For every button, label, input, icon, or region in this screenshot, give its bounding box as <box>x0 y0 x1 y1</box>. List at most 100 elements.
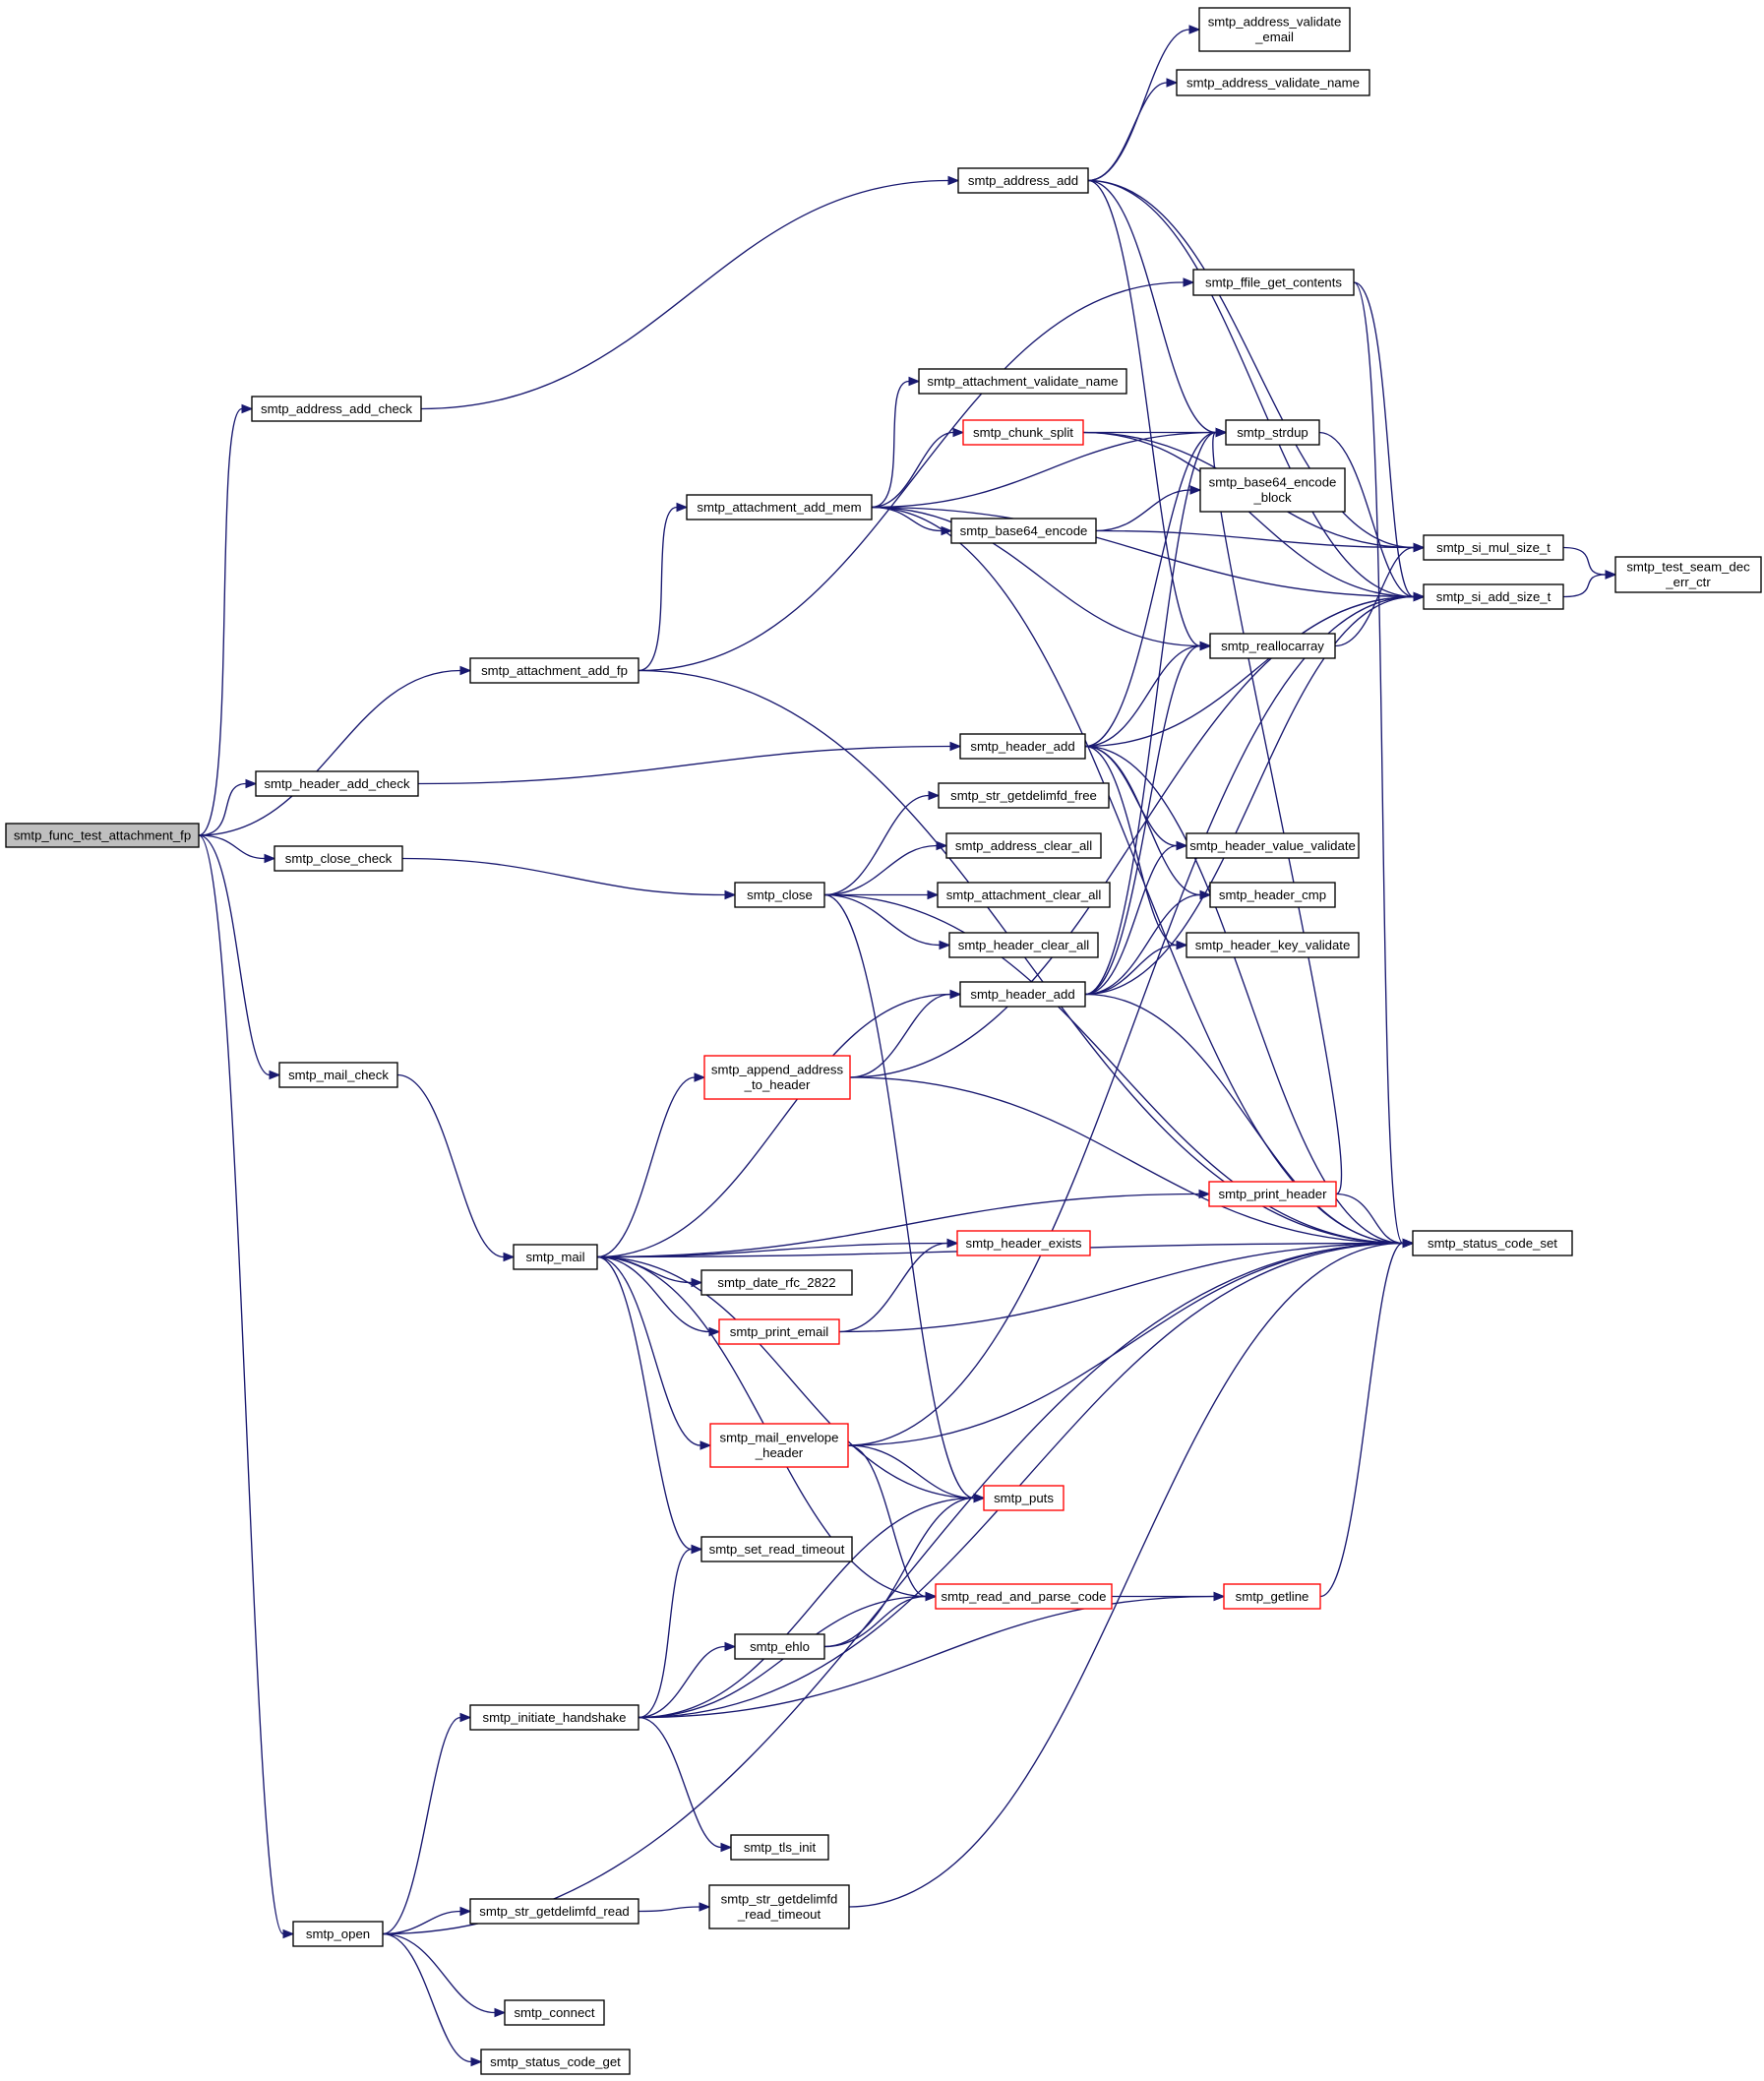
edge-line <box>1084 431 1217 996</box>
call-edge-header_add_check-to-header_add_1 <box>417 741 962 785</box>
function-node-header_exists[interactable]: smtp_header_exists <box>956 1230 1091 1256</box>
function-node-puts[interactable]: smtp_puts <box>983 1485 1064 1511</box>
edge-line <box>638 1548 693 1719</box>
function-node-header_value_validate[interactable]: smtp_header_value_validate <box>1186 832 1360 859</box>
function-node-tls_init[interactable]: smtp_tls_init <box>730 1834 829 1861</box>
function-node-str_getdelimfd_free[interactable]: smtp_str_getdelimfd_free <box>938 782 1110 809</box>
node-label: smtp_date_rfc_2822 <box>717 1275 835 1290</box>
edge-line <box>596 1255 693 1551</box>
arrowhead <box>720 1842 733 1853</box>
node-box <box>937 882 1111 908</box>
node-label: smtp_str_getdelimfd_free <box>950 788 1097 803</box>
edge-line <box>849 595 1415 1078</box>
function-node-header_add_1[interactable]: smtp_header_add <box>959 733 1086 760</box>
call-edge-open-to-connect <box>382 1932 507 2018</box>
function-node-mail[interactable]: smtp_mail <box>513 1244 598 1270</box>
function-node-mail_envelope_header[interactable]: smtp_mail_envelope_header <box>709 1423 849 1468</box>
function-node-print_email[interactable]: smtp_print_email <box>718 1318 840 1345</box>
function-node-attachment_add_mem[interactable]: smtp_attachment_add_mem <box>686 494 873 520</box>
node-label: smtp_base64_encode <box>1209 475 1337 490</box>
function-node-append_address_to_header[interactable]: smtp_append_address_to_header <box>703 1055 851 1100</box>
edge-line <box>847 595 1415 1446</box>
function-node-getline[interactable]: smtp_getline <box>1223 1583 1321 1610</box>
function-node-attachment_add_fp[interactable]: smtp_attachment_add_fp <box>469 657 639 684</box>
call-edge-header_add_2-to-status_code_set <box>1084 993 1415 1249</box>
function-node-date_rfc_2822[interactable]: smtp_date_rfc_2822 <box>700 1269 853 1296</box>
arrowhead <box>1413 542 1426 553</box>
function-node-strdup[interactable]: smtp_strdup <box>1225 419 1320 446</box>
function-node-status_code_get[interactable]: smtp_status_code_get <box>480 2049 631 2075</box>
node-label: smtp_read_and_parse_code <box>942 1589 1107 1604</box>
edge-line <box>848 1242 1404 1908</box>
function-node-address_validate_name[interactable]: smtp_address_validate_name <box>1176 69 1370 96</box>
edge-line <box>1335 1193 1404 1245</box>
edge-line <box>823 893 941 947</box>
node-label: smtp_ffile_get_contents <box>1205 275 1342 289</box>
edge-line <box>1087 179 1201 647</box>
function-node-header_add_2[interactable]: smtp_header_add <box>959 981 1086 1008</box>
function-node-mail_check[interactable]: smtp_mail_check <box>278 1062 398 1088</box>
function-node-open[interactable]: smtp_open <box>292 1921 384 1947</box>
node-label: smtp_header_add_check <box>264 776 410 791</box>
function-node-address_add[interactable]: smtp_address_add <box>957 167 1089 194</box>
call-edge-func_test-to-open <box>198 834 295 1939</box>
call-edge-func_test-to-attachment_add_fp <box>198 665 472 836</box>
function-node-connect[interactable]: smtp_connect <box>504 1999 605 2026</box>
function-node-str_getdelimfd_read[interactable]: smtp_str_getdelimfd_read <box>469 1898 639 1925</box>
function-node-attachment_validate_name[interactable]: smtp_attachment_validate_name <box>918 368 1127 395</box>
edge-line <box>847 1444 927 1598</box>
node-box <box>957 167 1089 194</box>
function-node-close_check[interactable]: smtp_close_check <box>274 845 403 872</box>
function-node-func_test[interactable]: smtp_func_test_attachment_fp <box>5 823 200 848</box>
function-node-si_add_size_t[interactable]: smtp_si_add_size_t <box>1423 583 1564 610</box>
function-node-str_getdelimfd_read_timeout[interactable]: smtp_str_getdelimfd_read_timeout <box>708 1884 850 1929</box>
node-label: smtp_header_cmp <box>1219 887 1326 902</box>
function-node-header_key_validate[interactable]: smtp_header_key_validate <box>1186 932 1360 958</box>
function-node-address_clear_all[interactable]: smtp_address_clear_all <box>945 832 1102 859</box>
function-node-status_code_set[interactable]: smtp_status_code_set <box>1412 1230 1573 1256</box>
edge-line <box>871 506 1415 598</box>
function-node-ehlo[interactable]: smtp_ehlo <box>734 1633 825 1660</box>
node-box <box>469 1898 639 1925</box>
arrowhead <box>939 940 951 950</box>
node-box <box>950 518 1097 544</box>
function-node-reallocarray[interactable]: smtp_reallocarray <box>1209 633 1336 659</box>
edge-line <box>1082 431 1415 598</box>
edge-line <box>871 431 954 509</box>
function-node-attachment_clear_all[interactable]: smtp_attachment_clear_all <box>937 882 1111 908</box>
call-edge-close-to-str_getdelimfd_free <box>823 790 941 896</box>
function-node-read_and_parse_code[interactable]: smtp_read_and_parse_code <box>935 1583 1113 1610</box>
call-edge-append_address_to_header-to-header_add_2 <box>849 989 962 1078</box>
function-node-header_cmp[interactable]: smtp_header_cmp <box>1209 882 1336 908</box>
node-label: smtp_address_validate <box>1208 15 1342 30</box>
node-label: smtp_attachment_add_fp <box>481 663 628 678</box>
function-node-si_mul_size_t[interactable]: smtp_si_mul_size_t <box>1423 534 1564 561</box>
edge-line <box>1084 844 1178 996</box>
edge-line <box>198 669 461 836</box>
function-node-close[interactable]: smtp_close <box>734 882 825 908</box>
function-node-base64_encode_block[interactable]: smtp_base64_encode_block <box>1199 467 1346 513</box>
function-node-test_seam_dec_err_ctr[interactable]: smtp_test_seam_dec_err_ctr <box>1614 556 1762 593</box>
function-node-address_add_check[interactable]: smtp_address_add_check <box>251 396 422 422</box>
function-node-initiate_handshake[interactable]: smtp_initiate_handshake <box>469 1704 639 1731</box>
node-label: smtp_address_add_check <box>261 401 412 416</box>
edge-line <box>382 1932 496 2014</box>
arrowhead <box>946 1238 959 1249</box>
function-node-address_validate_email[interactable]: smtp_address_validate_email <box>1198 7 1351 52</box>
node-label: _read_timeout <box>737 1907 821 1922</box>
function-node-chunk_split[interactable]: smtp_chunk_split <box>962 419 1084 446</box>
function-node-header_clear_all[interactable]: smtp_header_clear_all <box>948 932 1099 958</box>
function-node-ffile_get_contents[interactable]: smtp_ffile_get_contents <box>1192 269 1355 296</box>
node-box <box>255 770 419 797</box>
function-node-base64_encode[interactable]: smtp_base64_encode <box>950 518 1097 544</box>
call-edge-func_test-to-header_add_check <box>198 778 258 836</box>
arrowhead <box>928 790 941 801</box>
function-node-set_read_timeout[interactable]: smtp_set_read_timeout <box>700 1536 853 1562</box>
edge-line <box>1318 431 1415 598</box>
function-node-header_add_check[interactable]: smtp_header_add_check <box>255 770 419 797</box>
edge-line <box>382 1932 472 2063</box>
function-node-print_header[interactable]: smtp_print_header <box>1208 1181 1337 1207</box>
arrowhead <box>724 1641 737 1652</box>
call-edge-print_email-to-header_exists <box>838 1238 959 1333</box>
edge-line <box>1562 574 1607 598</box>
